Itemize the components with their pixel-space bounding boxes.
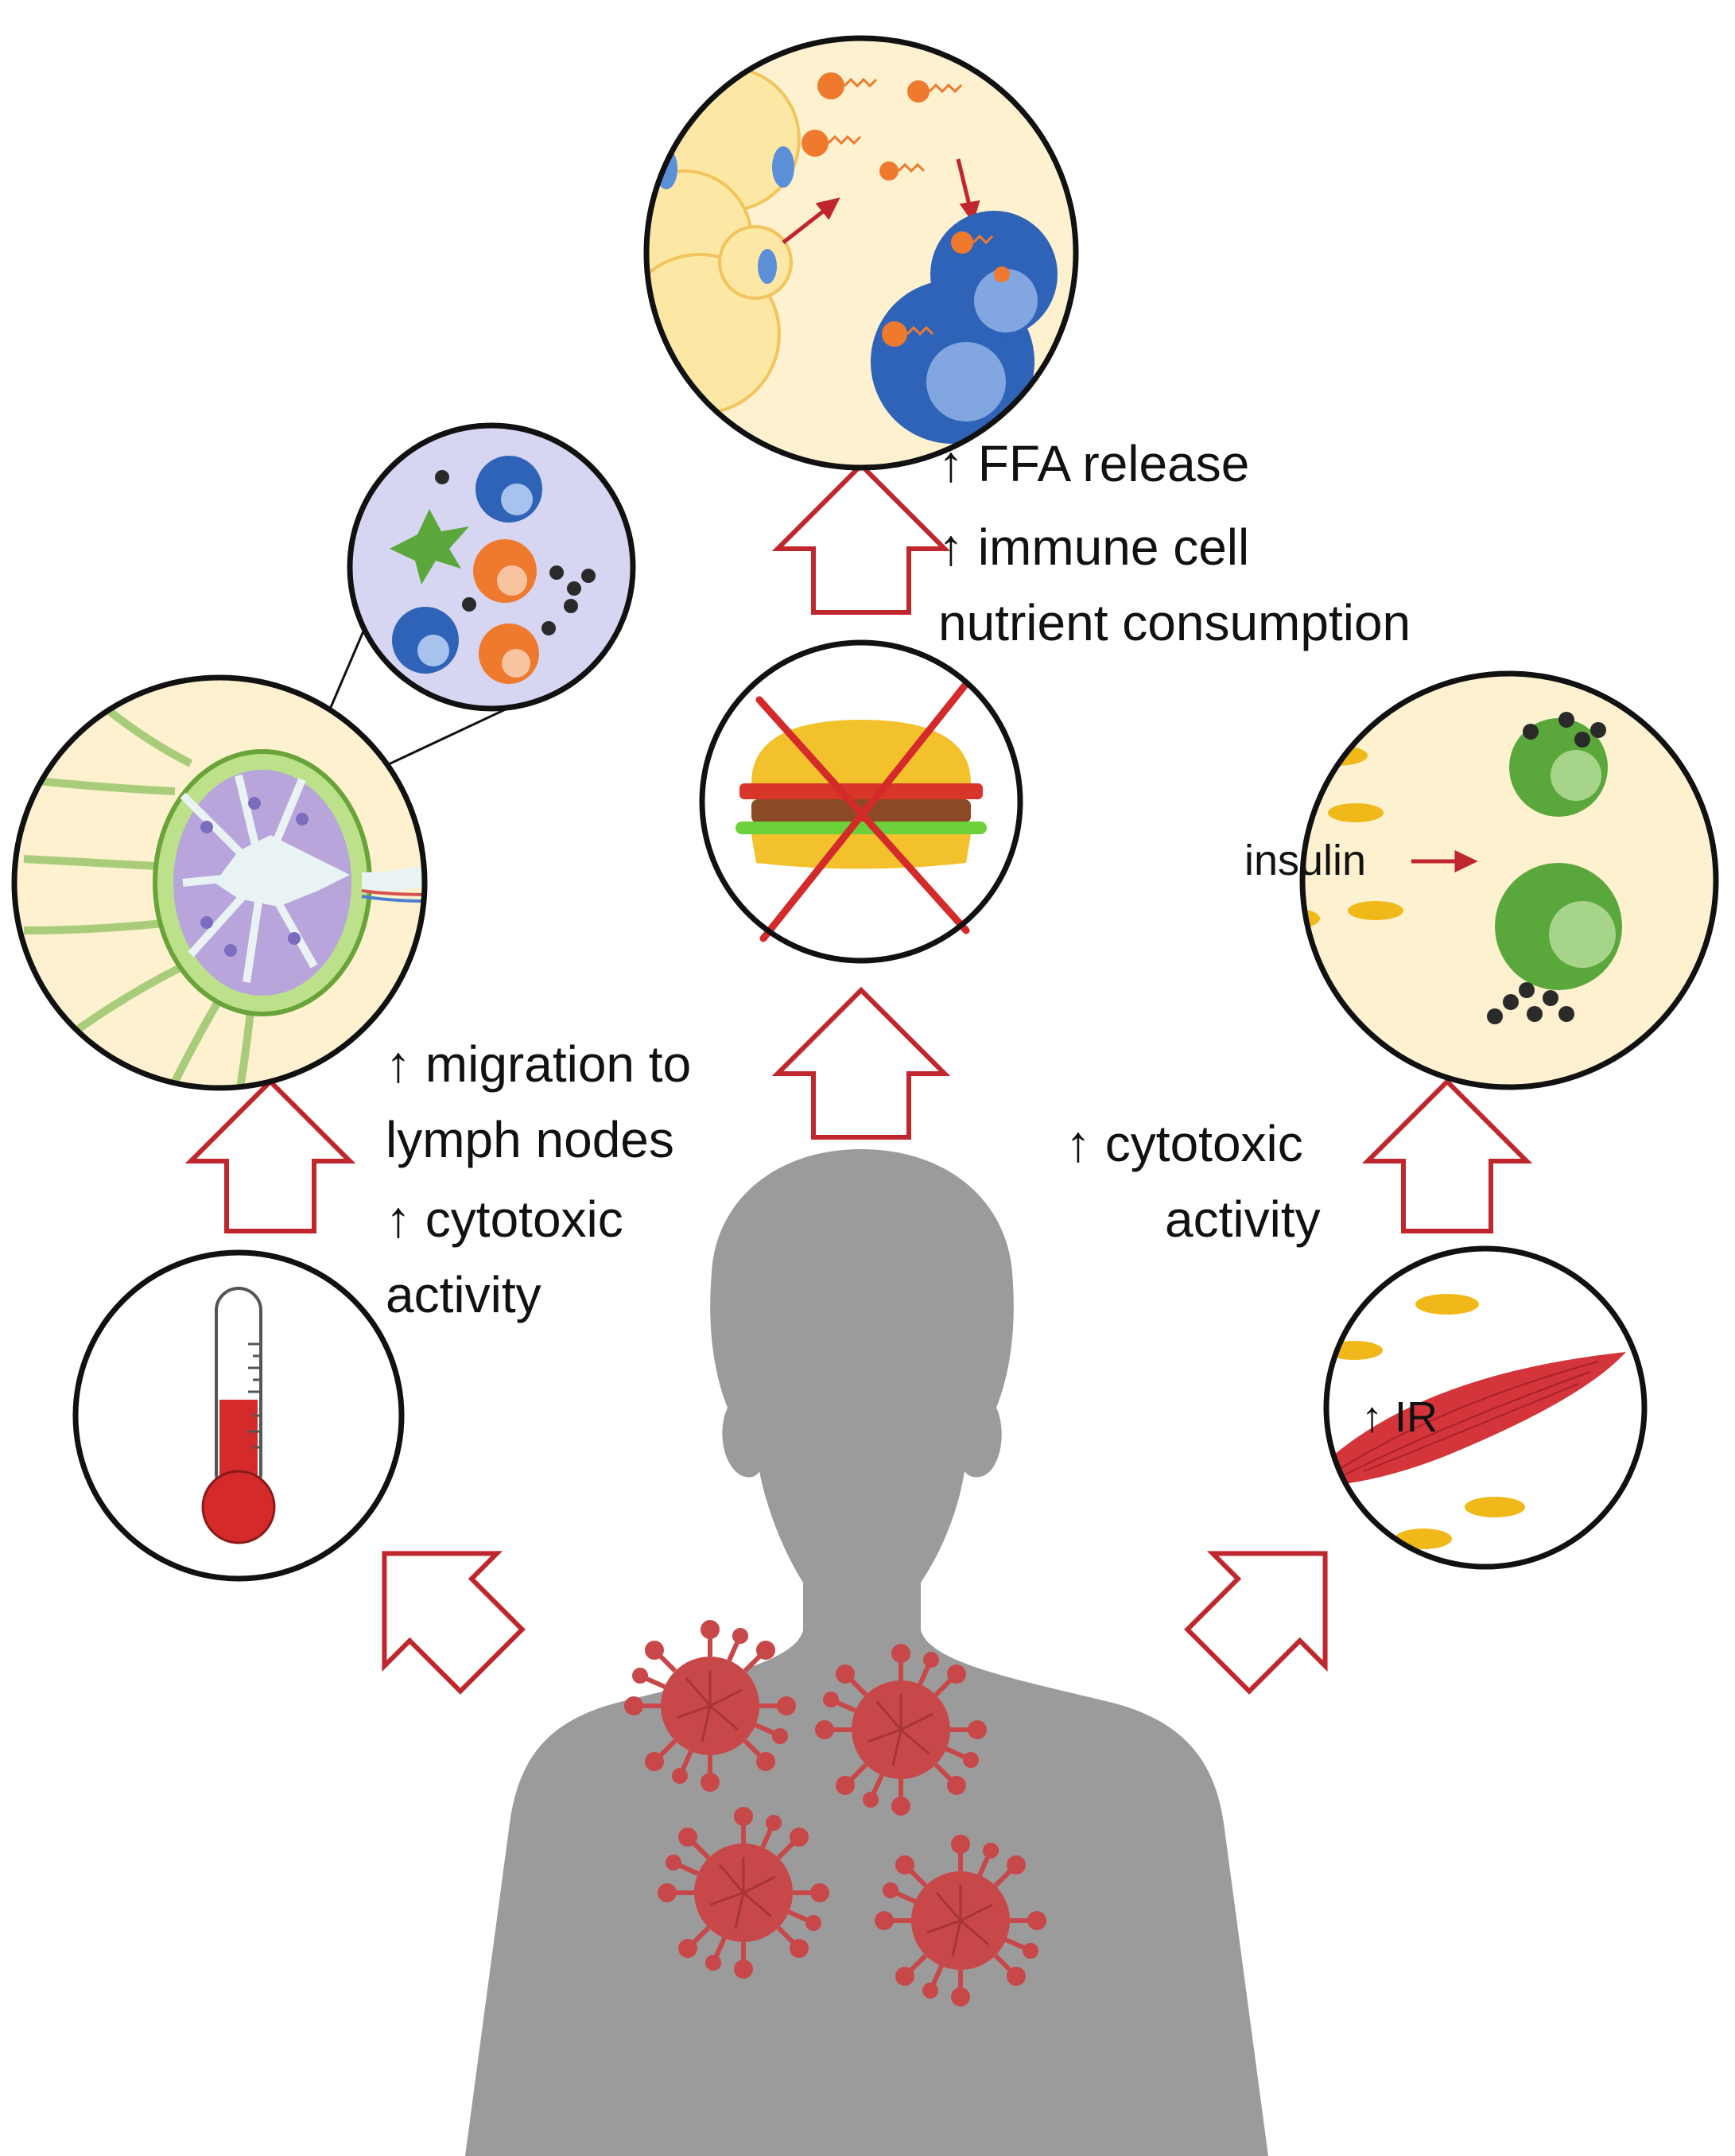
arrow-up-center-upper [771,461,951,615]
migration-label: ↑ migration to [386,1035,691,1093]
fasting-circle [699,639,1023,964]
arrow-up-left [184,1078,356,1233]
fever-circle [72,1249,405,1582]
insulin-circle [1299,670,1719,1090]
nutrient-consumption-label: nutrient consumption [938,594,1411,651]
ffa-annotation: ↑ FFA release ↑ immune cell nutrient con… [938,435,1411,651]
activity-right-label: activity [1165,1191,1321,1248]
muscle-icon [1326,1352,1626,1487]
ir-label: ↑ IR [1361,1393,1438,1441]
ffa-release-label: ↑ FFA release [938,435,1249,492]
burger-icon [736,720,987,869]
cytotoxic-right-label: ↑ cytotoxic [1065,1115,1303,1172]
arrow-diag-right [1184,1551,1328,1695]
virus-icon [627,1622,794,1789]
insulin-label: insulin [1244,837,1366,884]
lymph-node-circle [11,674,428,1091]
left-annotation: ↑ migration to lymph nodes ↑ cytotoxic a… [386,1035,691,1323]
arrow-up-right [1361,1078,1533,1233]
virus-icon [660,1809,827,1976]
person-silhouette [465,1149,1268,2156]
adipocyte-immune-circle [643,35,1079,471]
virus-icon [817,1646,984,1813]
insulin-resistance-circle [1323,1245,1648,1570]
cross-icon [755,680,970,942]
activity-left-label: activity [386,1266,541,1323]
virus-icon [877,1837,1044,2004]
arrow-up-center-lower [771,986,951,1140]
right-annotation: ↑ cytotoxic activity [1065,1115,1321,1248]
immune-cell-label: ↑ immune cell [938,519,1249,576]
thermometer-icon [201,1287,276,1544]
cytotoxic-left-label: ↑ cytotoxic [386,1191,623,1248]
lymph-zoom-circle [347,422,636,712]
arrow-diag-left [382,1551,526,1695]
lymph-nodes-label: lymph nodes [386,1111,674,1168]
